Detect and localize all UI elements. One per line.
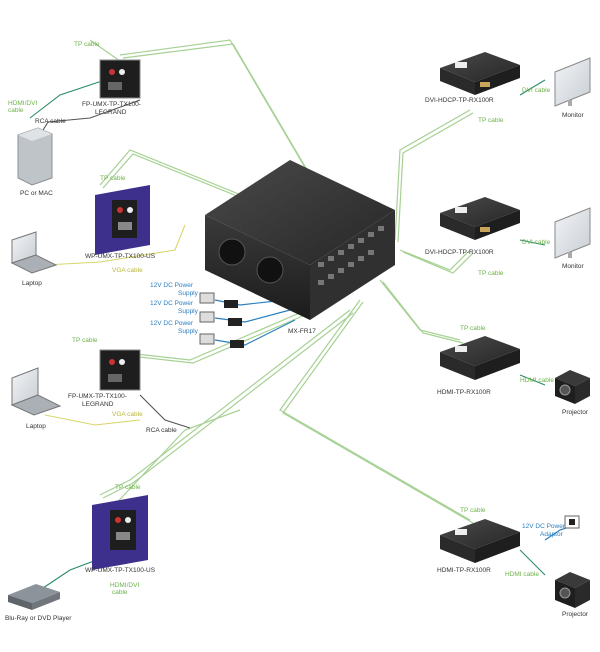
fp-tx-2-label-2: LEGRAND — [82, 401, 114, 408]
vga-cable-label-2: VGA cable — [112, 411, 143, 418]
wp-tx-2-label: WP-UMX-TP-TX100-US — [85, 567, 156, 574]
bluray-player: Blu-Ray or DVD Player — [5, 584, 72, 622]
wp-tx-2: WP-UMX-TP-TX100-US — [85, 495, 156, 574]
hdmi-cable-label-2: HDMI cable — [505, 571, 539, 578]
monitor-1-label: Monitor — [562, 112, 585, 119]
dvi-rx-2-label: DVI-HDCP-TP-RX100R — [425, 249, 494, 256]
dvi-rx-1-label: DVI-HDCP-TP-RX100R — [425, 97, 494, 104]
dvi-cable-label-1: DVI cable — [522, 87, 551, 94]
power-supply-label-2b: Supply — [178, 308, 199, 315]
laptop-1: Laptop — [10, 231, 58, 287]
power-adaptor: 12V DC Power Adaptor — [522, 515, 580, 538]
dvi-rx-2: DVI-HDCP-TP-RX100R — [425, 197, 520, 256]
power-supply-label-1b: Supply — [178, 290, 199, 297]
projector-2: Projector — [555, 572, 590, 618]
monitor-2: Monitor — [554, 207, 591, 270]
hdmi-rx-2-label: HDMI-TP-RX100R — [437, 567, 491, 574]
matrix-mx-fr17: MX-FR17 — [205, 160, 395, 335]
power-supply-label-3b: Supply — [178, 328, 199, 335]
tp-cable-label-7: TP cable — [460, 325, 486, 332]
vga-cable-label-1: VGA cable — [112, 267, 143, 274]
power-adaptor-label-2: Adaptor — [540, 531, 564, 538]
dvi-cable-label-2: DVI cable — [522, 239, 551, 246]
hdmi-cable-label-1: HDMI cable — [520, 377, 554, 384]
hdmi-rx-1-label: HDMI-TP-RX100R — [437, 389, 491, 396]
hdmi-dvi-cable-label-2a: HDMI/DVI — [110, 582, 139, 589]
tp-cable-label-3: TP cable — [72, 337, 98, 344]
projector-2-label: Projector — [562, 611, 589, 618]
projector-1: Projector — [555, 370, 590, 416]
fp-tx-1-label-2: LEGRAND — [95, 109, 127, 116]
projector-1-label: Projector — [562, 409, 589, 416]
fp-tx-1-label-1: FP-UMX-TP-TX100- — [82, 101, 141, 108]
tp-cable-label-5: TP cable — [478, 117, 504, 124]
pc-tower: PC or MAC — [17, 127, 53, 197]
monitor-1: Monitor — [554, 57, 591, 119]
tp-cable-label-4: TP cable — [115, 484, 141, 491]
rca-cable-label-2: RCA cable — [146, 427, 177, 434]
dvi-rx-1: DVI-HDCP-TP-RX100R — [425, 52, 520, 104]
matrix-label: MX-FR17 — [288, 328, 316, 335]
power-supplies: 12V DC Power Supply 12V DC Power Supply … — [150, 282, 244, 348]
power-supply-label-3a: 12V DC Power — [150, 320, 194, 327]
vga-cable-1 — [44, 224, 186, 266]
power-supply-label-2a: 12V DC Power — [150, 300, 194, 307]
tp-cable-label-8: TP cable — [460, 507, 486, 514]
tp-cable-label-2: TP cable — [100, 175, 126, 182]
monitor-2-label: Monitor — [562, 263, 585, 270]
hdmi-dvi-cable-label-1a: HDMI/DVI — [8, 100, 37, 107]
bluray-label: Blu-Ray or DVD Player — [5, 615, 72, 622]
tp-cable-label-1: TP cable — [74, 41, 100, 48]
vga-cable-2 — [44, 414, 141, 426]
hdmi-rx-2: HDMI-TP-RX100R — [437, 519, 520, 574]
laptop-1-label: Laptop — [22, 280, 42, 287]
rca-cable-2 — [139, 394, 191, 429]
laptop-2-label: Laptop — [26, 423, 46, 430]
laptop-2: Laptop — [10, 367, 62, 430]
power-adaptor-label-1: 12V DC Power — [522, 523, 566, 530]
hdmi-rx-1: HDMI-TP-RX100R — [437, 336, 520, 396]
power-cable-1 — [214, 299, 286, 306]
power-supply-label-1a: 12V DC Power — [150, 282, 194, 289]
wp-tx-1: WP-UMX-TP-TX100-US — [85, 185, 156, 260]
rca-cable-label-1: RCA cable — [35, 118, 66, 125]
power-cable-3 — [214, 319, 296, 346]
fp-tx-2-label-1: FP-UMX-TP-TX100- — [68, 393, 127, 400]
tp-cable-label-6: TP cable — [478, 270, 504, 277]
hdmi-dvi-cable-label-2b: cable — [112, 589, 128, 596]
pc-label: PC or MAC — [20, 190, 53, 197]
rca-cable-1 — [39, 99, 141, 136]
fp-tx-1: FP-UMX-TP-TX100- LEGRAND — [82, 59, 141, 116]
fp-tx-2: FP-UMX-TP-TX100- LEGRAND — [68, 349, 141, 408]
power-cable-2 — [214, 309, 291, 323]
hdmi-dvi-cable-label-1b: cable — [8, 107, 24, 114]
wp-tx-1-label: WP-UMX-TP-TX100-US — [85, 253, 156, 260]
